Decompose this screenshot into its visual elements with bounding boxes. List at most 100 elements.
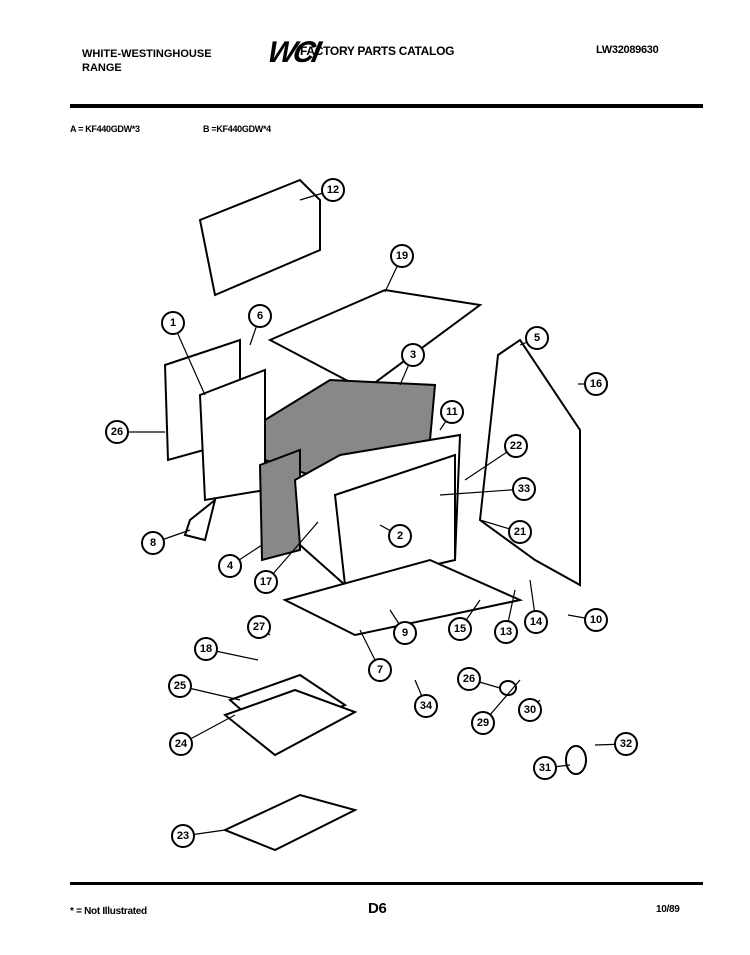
model-a: A = KF440GDW*3 <box>70 124 140 134</box>
callout-label: 8 <box>150 537 156 549</box>
callout-circle <box>525 326 549 350</box>
callout-circle <box>321 178 345 202</box>
callout-32: 32 <box>594 732 638 756</box>
part-4-side-insulation <box>258 448 301 562</box>
leader-line <box>172 322 206 396</box>
callout-label: 16 <box>590 378 602 390</box>
callout-label: 32 <box>620 738 632 750</box>
callout-circle <box>171 824 195 848</box>
callout-label: 6 <box>257 310 263 322</box>
callout-label: 34 <box>420 700 433 712</box>
not-illustrated-note: * = Not Illustrated <box>70 906 147 917</box>
callout-26: 26 <box>105 420 165 444</box>
callout-label: 13 <box>500 626 512 638</box>
part-24-broil-pan <box>222 688 358 757</box>
callout-label: 26 <box>111 426 123 438</box>
callout-12: 12 <box>299 178 345 202</box>
callout-circle <box>390 244 414 268</box>
callout-label: 11 <box>446 406 458 418</box>
callout-circle <box>457 667 481 691</box>
callout-25: 25 <box>168 674 241 701</box>
model-b: B =KF440GDW*4 <box>203 124 271 134</box>
callout-label: 2 <box>397 530 403 542</box>
callout-27: 27 <box>247 615 271 639</box>
callout-circle <box>584 608 608 632</box>
callout-2: 2 <box>379 524 412 548</box>
callout-circle <box>401 343 425 367</box>
callout-circle <box>518 698 542 722</box>
page-number: D6 <box>368 900 387 917</box>
callout-11: 11 <box>439 400 464 431</box>
callout-label: 3 <box>410 349 416 361</box>
callout-label: 9 <box>402 627 408 639</box>
callout-circle <box>247 615 271 639</box>
callout-19: 19 <box>384 244 414 293</box>
part-33-oven-frame <box>333 453 456 587</box>
callout-circle <box>584 372 608 396</box>
callout-8: 8 <box>141 529 191 555</box>
callout-16: 16 <box>578 372 608 396</box>
footer-divider <box>70 882 703 885</box>
callout-circle <box>471 711 495 735</box>
callout-label: 5 <box>534 332 540 344</box>
callout-circle <box>248 304 272 328</box>
callout-31: 31 <box>533 756 571 780</box>
callout-circle <box>194 637 218 661</box>
callout-15: 15 <box>448 599 481 641</box>
part-12-heat-shield <box>198 178 321 297</box>
callout-14: 14 <box>524 579 548 634</box>
callout-6: 6 <box>248 304 272 346</box>
part-19-top-panel <box>267 288 483 392</box>
callout-label: 31 <box>539 762 551 774</box>
callout-label: 23 <box>177 830 189 842</box>
part-23-oven-rack <box>222 793 358 852</box>
catalog-title: FACTORY PARTS CATALOG <box>300 44 455 58</box>
header-divider <box>70 104 703 108</box>
callout-label: 18 <box>200 643 212 655</box>
callout-label: 15 <box>454 623 466 635</box>
callout-circle <box>254 570 278 594</box>
callout-24: 24 <box>169 714 236 756</box>
callout-circle <box>161 311 185 335</box>
leader-line <box>439 488 525 496</box>
callout-21: 21 <box>479 519 532 544</box>
parts-outlines <box>163 178 587 852</box>
callout-circle <box>512 477 536 501</box>
callout-5: 5 <box>519 326 549 350</box>
callout-26: 26 <box>457 667 501 691</box>
callout-label: 12 <box>327 184 339 196</box>
callout-circle <box>393 621 417 645</box>
callout-circle <box>533 756 557 780</box>
callout-17: 17 <box>254 521 319 594</box>
callout-label: 17 <box>260 576 272 588</box>
callout-30: 30 <box>518 698 542 722</box>
callout-10: 10 <box>567 608 608 632</box>
leader-line <box>265 521 319 583</box>
callout-label: 21 <box>514 526 526 538</box>
callout-33: 33 <box>439 477 536 501</box>
callout-13: 13 <box>494 589 518 644</box>
part-31-knob <box>565 745 587 775</box>
callout-circle <box>218 554 242 578</box>
callout-circle <box>141 531 165 555</box>
callout-label: 1 <box>170 317 176 329</box>
callout-label: 7 <box>377 664 383 676</box>
part-8-bracket <box>183 497 217 542</box>
callout-label: 30 <box>524 704 536 716</box>
callout-7: 7 <box>359 629 392 682</box>
callout-label: 22 <box>510 440 522 452</box>
catalog-code: LW32089630 <box>596 44 659 56</box>
part-5-side-panel <box>478 338 581 587</box>
callout-label: 4 <box>227 560 234 572</box>
callout-circle <box>105 420 129 444</box>
callout-9: 9 <box>389 609 417 645</box>
callout-circle <box>368 658 392 682</box>
callout-label: 27 <box>253 621 265 633</box>
callout-label: 29 <box>477 717 489 729</box>
callout-29: 29 <box>471 679 521 735</box>
callout-1: 1 <box>161 311 206 396</box>
callout-circle <box>168 674 192 698</box>
callout-label: 33 <box>518 483 530 495</box>
